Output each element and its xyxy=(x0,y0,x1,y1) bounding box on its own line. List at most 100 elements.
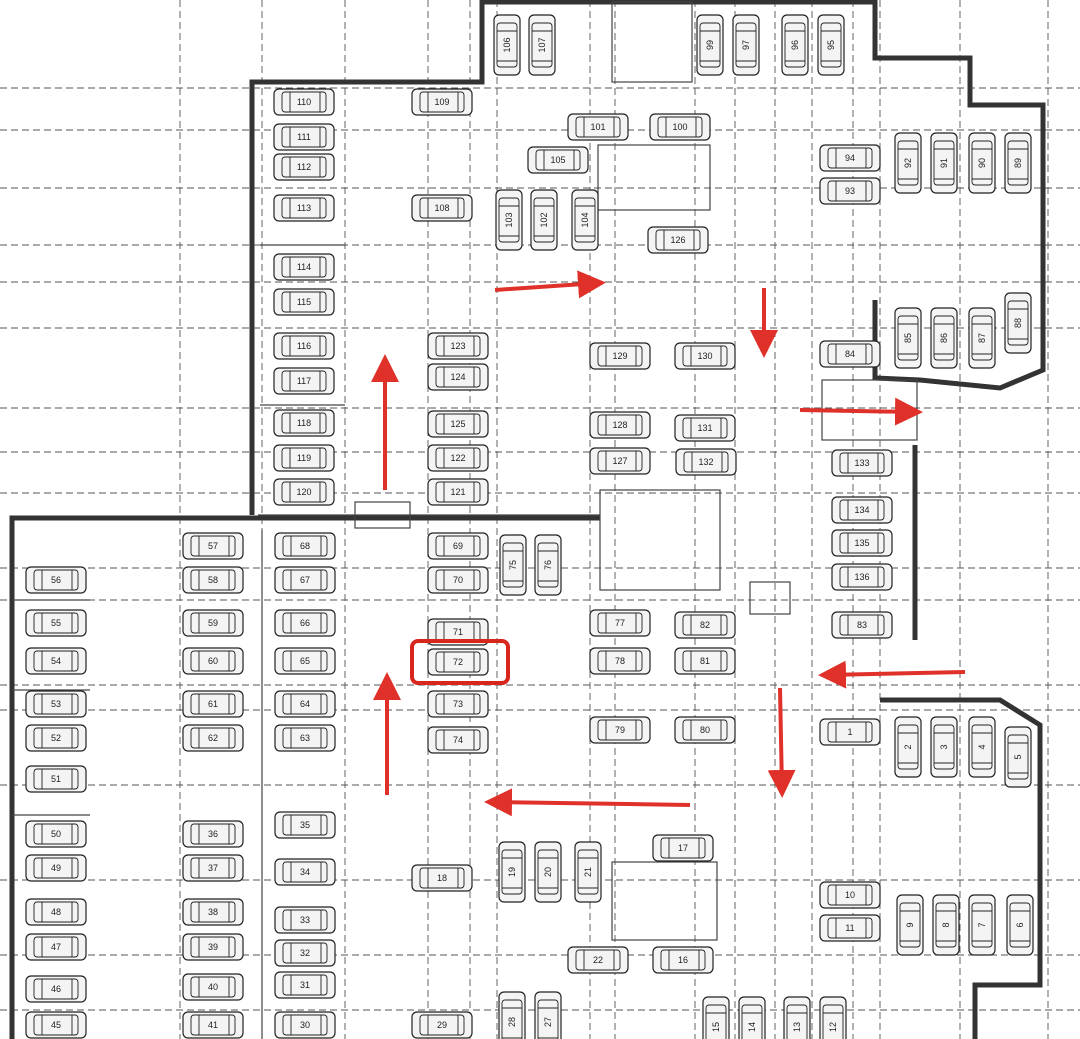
traffic-arrows xyxy=(371,270,966,817)
car-icon xyxy=(411,194,473,222)
car-icon xyxy=(819,144,881,172)
parking-space-15: 15 xyxy=(702,996,730,1039)
parking-space-12: 12 xyxy=(819,996,847,1039)
car-icon xyxy=(652,834,714,862)
car-icon xyxy=(182,647,244,675)
car-icon xyxy=(493,14,521,76)
parking-space-37: 37 xyxy=(182,854,244,882)
space-number-label: 132 xyxy=(698,457,713,467)
car-roof xyxy=(435,729,481,751)
parking-space-1: 1 xyxy=(819,718,881,746)
space-number-label: 125 xyxy=(450,419,465,429)
space-number-label: 74 xyxy=(453,735,463,745)
parking-space-61: 61 xyxy=(182,690,244,718)
parking-space-75: 75 xyxy=(499,534,527,596)
space-number-label: 61 xyxy=(208,699,218,709)
car-roof xyxy=(839,614,885,636)
car-roof xyxy=(190,612,236,634)
parking-space-83: 83 xyxy=(831,611,893,639)
car-icon xyxy=(674,647,736,675)
parking-space-103: 103 xyxy=(495,189,523,251)
car-roof xyxy=(435,693,481,715)
car-roof xyxy=(971,902,993,948)
car-roof xyxy=(699,22,721,68)
space-number-label: 102 xyxy=(539,212,549,227)
space-number-label: 121 xyxy=(450,487,465,497)
parking-space-40: 40 xyxy=(182,973,244,1001)
parking-space-31: 31 xyxy=(274,971,336,999)
space-number-label: 91 xyxy=(939,158,949,168)
car-icon xyxy=(930,716,958,778)
space-number-label: 49 xyxy=(51,863,61,873)
parking-space-129: 129 xyxy=(589,342,651,370)
car-icon xyxy=(732,14,760,76)
space-number-label: 130 xyxy=(697,351,712,361)
space-number-label: 41 xyxy=(208,1020,218,1030)
car-roof xyxy=(597,650,643,672)
car-icon xyxy=(411,88,473,116)
car-icon xyxy=(534,534,562,596)
car-icon xyxy=(25,854,87,882)
car-roof xyxy=(281,156,327,178)
car-roof xyxy=(827,180,873,202)
car-icon xyxy=(274,1011,336,1039)
car-icon xyxy=(831,496,893,524)
parking-space-102: 102 xyxy=(530,189,558,251)
car-roof xyxy=(531,22,553,68)
car-roof xyxy=(282,693,328,715)
space-number-label: 90 xyxy=(977,158,987,168)
car-roof xyxy=(501,849,523,895)
parking-space-120: 120 xyxy=(273,478,335,506)
parking-space-36: 36 xyxy=(182,820,244,848)
space-number-label: 77 xyxy=(615,618,625,628)
parking-space-5: 5 xyxy=(1004,726,1032,788)
parking-space-66: 66 xyxy=(274,609,336,637)
parking-space-62: 62 xyxy=(182,724,244,752)
space-number-label: 85 xyxy=(903,333,913,343)
car-icon xyxy=(182,933,244,961)
space-number-label: 126 xyxy=(670,235,685,245)
parking-space-74: 74 xyxy=(427,726,489,754)
car-icon xyxy=(528,14,556,76)
parking-space-6: 6 xyxy=(1006,894,1034,956)
parking-space-27: 27 xyxy=(534,991,562,1039)
arrow-west-center xyxy=(818,660,966,689)
parking-space-10: 10 xyxy=(819,881,881,909)
car-icon xyxy=(968,307,996,369)
space-number-label: 117 xyxy=(297,376,311,386)
parking-space-68: 68 xyxy=(274,532,336,560)
walls xyxy=(9,0,1046,1039)
car-roof xyxy=(190,857,236,879)
car-roof xyxy=(33,768,79,790)
car-roof xyxy=(282,650,328,672)
arrow-west-lower xyxy=(484,788,691,817)
parking-space-85: 85 xyxy=(894,307,922,369)
parking-space-121: 121 xyxy=(427,478,489,506)
space-number-label: 80 xyxy=(700,725,710,735)
car-icon xyxy=(589,411,651,439)
car-roof xyxy=(655,229,701,251)
parking-space-122: 122 xyxy=(427,444,489,472)
parking-space-70: 70 xyxy=(427,566,489,594)
car-icon xyxy=(574,841,602,903)
space-number-label: 62 xyxy=(208,733,218,743)
space-number-label: 69 xyxy=(453,541,463,551)
car-icon xyxy=(674,342,736,370)
car-icon xyxy=(427,648,489,676)
car-icon xyxy=(182,1011,244,1039)
parking-space-67: 67 xyxy=(274,566,336,594)
car-icon xyxy=(274,971,336,999)
space-number-label: 112 xyxy=(297,162,311,172)
car-roof xyxy=(282,727,328,749)
car-icon xyxy=(182,532,244,560)
parking-space-56: 56 xyxy=(25,566,87,594)
car-icon xyxy=(274,647,336,675)
space-number-label: 15 xyxy=(711,1022,721,1032)
parking-space-11: 11 xyxy=(819,914,881,942)
space-number-label: 66 xyxy=(300,618,310,628)
car-roof xyxy=(190,936,236,958)
parking-space-55: 55 xyxy=(25,609,87,637)
car-roof xyxy=(537,542,559,588)
car-icon xyxy=(589,342,651,370)
car-icon xyxy=(675,448,737,476)
